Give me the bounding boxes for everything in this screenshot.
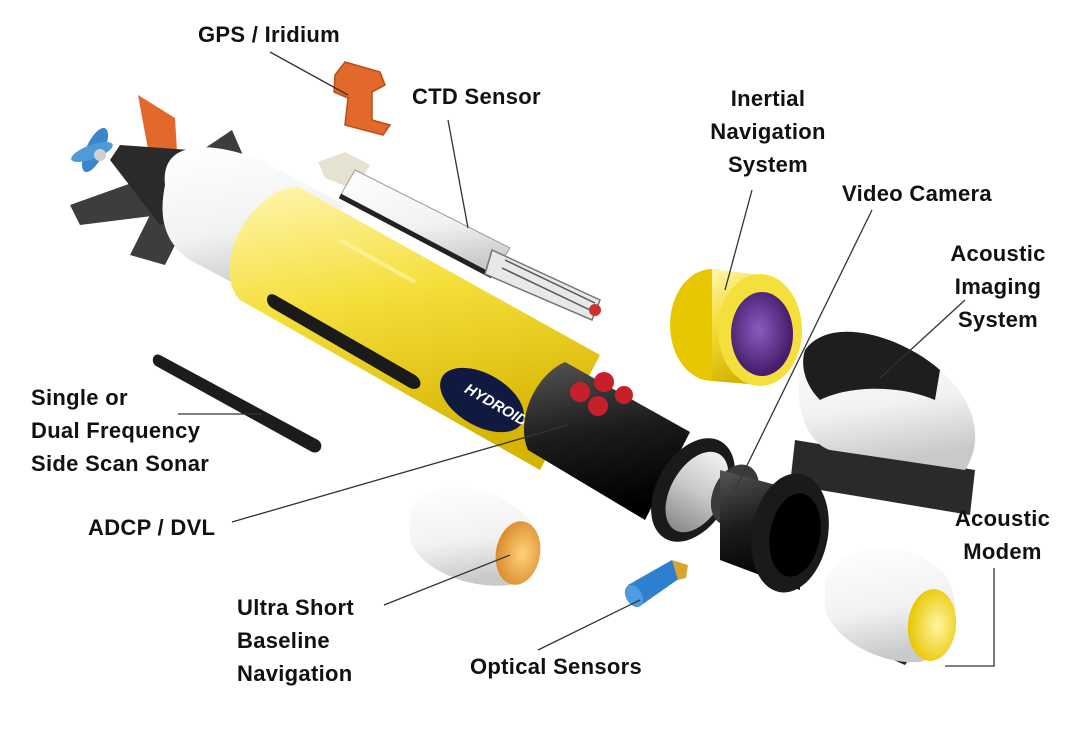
- inertial-navigation-unit: [670, 269, 802, 386]
- leader-lines: [178, 51, 995, 667]
- leader-adcp: [231, 424, 569, 523]
- hull-black-section: [523, 362, 690, 520]
- video-camera-housing: [710, 464, 829, 593]
- leader-optical: [537, 599, 641, 651]
- hydroid-logo: [440, 367, 524, 433]
- label-ins-line-3: System: [727, 152, 809, 177]
- leader-modem: [945, 568, 995, 667]
- side-scan-sonar-strip: [152, 354, 322, 453]
- leader-ins: [724, 189, 753, 291]
- label-sonar-line-2: Dual Frequency: [31, 418, 201, 443]
- label-ins-line-1: Inertial: [730, 86, 806, 111]
- label-modem-line-2: Modem: [963, 539, 1042, 564]
- vehicle-body: HYDROID: [70, 95, 735, 542]
- leader-usbl: [383, 554, 511, 606]
- label-acoustic-imaging-system: Acoustic Imaging System: [928, 237, 1068, 336]
- label-side-scan-sonar: Single or Dual Frequency Side Scan Sonar: [31, 381, 209, 480]
- leader-camera: [734, 209, 873, 491]
- label-imaging-line-1: Acoustic: [950, 241, 1046, 266]
- label-acoustic-modem: Acoustic Modem: [940, 502, 1065, 568]
- label-sonar-line-1: Single or: [31, 385, 128, 410]
- label-modem-line-1: Acoustic: [954, 506, 1051, 531]
- label-adcp-dvl: ADCP / DVL: [88, 515, 216, 540]
- leader-ctd: [447, 119, 469, 229]
- acoustic-imaging-system: [790, 331, 976, 515]
- hull-slot: [266, 294, 421, 389]
- label-usbl-line-3: Navigation: [237, 661, 353, 686]
- label-imaging-line-2: Imaging: [954, 274, 1042, 299]
- ctd-sensor-probe: [318, 152, 601, 321]
- label-gps-iridium: GPS / Iridium: [198, 22, 341, 47]
- label-usbl-navigation: Ultra Short Baseline Navigation: [237, 591, 354, 690]
- label-imaging-line-3: System: [957, 307, 1039, 332]
- label-ctd-sensor: CTD Sensor: [412, 84, 541, 109]
- leader-gps: [269, 51, 349, 96]
- label-usbl-line-2: Baseline: [237, 628, 330, 653]
- optical-sensor: [624, 560, 688, 608]
- hull-highlight: [339, 238, 416, 284]
- label-ins-line-2: Navigation: [710, 119, 826, 144]
- acoustic-modem-dome: [825, 547, 957, 665]
- usbl-dome: [410, 486, 541, 586]
- label-sonar-line-3: Side Scan Sonar: [31, 451, 210, 476]
- label-video-camera: Video Camera: [842, 181, 992, 206]
- label-inertial-navigation-system: Inertial Navigation System: [688, 82, 848, 181]
- propeller-icon: [71, 127, 113, 173]
- label-usbl-line-1: Ultra Short: [237, 595, 354, 620]
- leader-acoustic-imaging: [879, 299, 966, 379]
- label-optical-sensors: Optical Sensors: [470, 654, 643, 679]
- gps-iridium-antenna: [333, 61, 392, 136]
- adcp-sensor-ports: [570, 372, 633, 416]
